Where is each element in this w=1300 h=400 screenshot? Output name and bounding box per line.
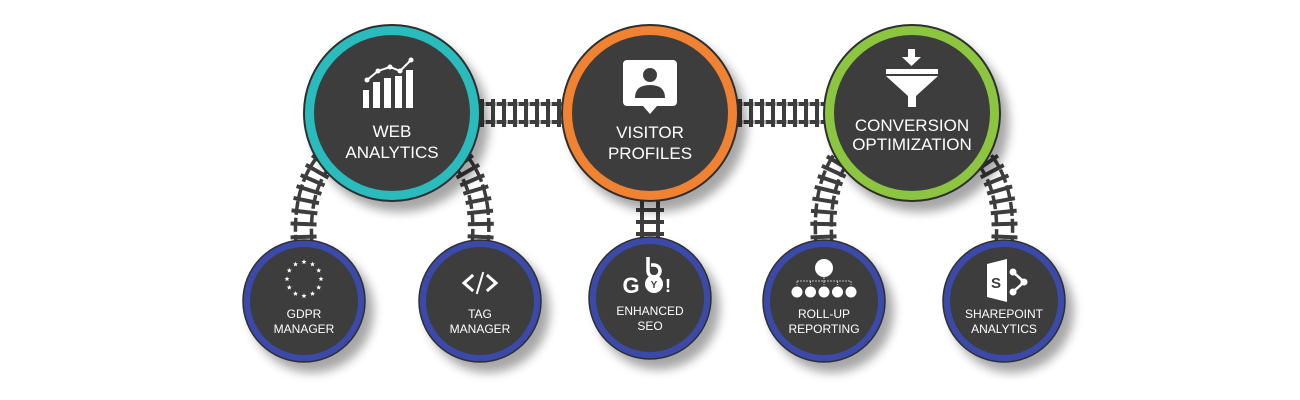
module-label-line2: REPORTING (788, 322, 859, 336)
bar-chart-trend-icon (363, 57, 414, 108)
star-icon (286, 284, 292, 290)
sharepoint-s-glyph: S (991, 275, 1001, 292)
hub-body (314, 35, 470, 191)
hierarchy-icon (791, 259, 857, 298)
funnel-icon (886, 49, 938, 107)
connector-web-to-visitor (478, 99, 566, 127)
connector-conversion-to-sharepoint (975, 154, 1018, 246)
module-body (426, 247, 534, 355)
hub-conversion-optimization[interactable] (823, 24, 1001, 202)
user-profile-badge-icon (623, 60, 677, 114)
star-icon (286, 267, 292, 273)
search-engines-icon: G Y ! (622, 257, 671, 298)
hub-label-line2: PROFILES (608, 144, 692, 163)
star-icon (316, 284, 322, 290)
star-icon (301, 259, 307, 265)
connector-visitor-to-conversion (736, 99, 826, 127)
module-roll-up-reporting[interactable] (762, 239, 886, 363)
google-g-glyph: G (622, 273, 639, 298)
code-brackets-icon (461, 271, 499, 295)
module-label-line2: MANAGER (274, 322, 335, 336)
module-body (250, 247, 358, 355)
connector-visitor-to-seo (636, 200, 664, 240)
module-gdpr-manager[interactable] (242, 239, 366, 363)
connector-conversion-to-rollup (810, 154, 851, 246)
star-icon (284, 276, 290, 282)
module-tag-manager[interactable] (418, 239, 542, 363)
module-label-line1: SHAREPOINT (965, 307, 1044, 321)
yahoo-bang-glyph: ! (665, 276, 671, 296)
star-icon (293, 291, 298, 296)
hub-label-line1: VISITOR (616, 123, 684, 142)
yahoo-badge (645, 275, 663, 293)
hub-body (834, 35, 990, 191)
hub-label-line1: CONVERSION (855, 116, 969, 135)
module-label-line1: ENHANCED (616, 304, 684, 318)
hub-label-line1: WEB (373, 122, 412, 141)
star-icon (318, 276, 324, 282)
module-enhanced-seo[interactable] (588, 236, 712, 360)
star-icon (301, 293, 307, 299)
hub-web-analytics[interactable] (303, 24, 481, 202)
module-body (596, 244, 704, 352)
star-icon (293, 261, 298, 267)
module-label-line1: ROLL-UP (798, 307, 850, 321)
hub-label-line2: OPTIMIZATION (852, 135, 972, 154)
module-label-line2: ANALYTICS (971, 322, 1037, 336)
star-icon (310, 291, 315, 296)
module-label-line1: TAG (468, 307, 492, 321)
module-body (770, 247, 878, 355)
eu-stars-icon (284, 259, 324, 299)
hub-label-line2: ANALYTICS (345, 143, 438, 162)
yahoo-y-glyph: Y (651, 280, 658, 291)
sharepoint-icon: S (987, 259, 1028, 302)
module-label-line1: GDPR (287, 307, 322, 321)
star-icon (316, 267, 322, 273)
module-label-line2: MANAGER (450, 322, 511, 336)
star-icon (310, 261, 315, 267)
module-label-line2: SEO (637, 319, 662, 333)
